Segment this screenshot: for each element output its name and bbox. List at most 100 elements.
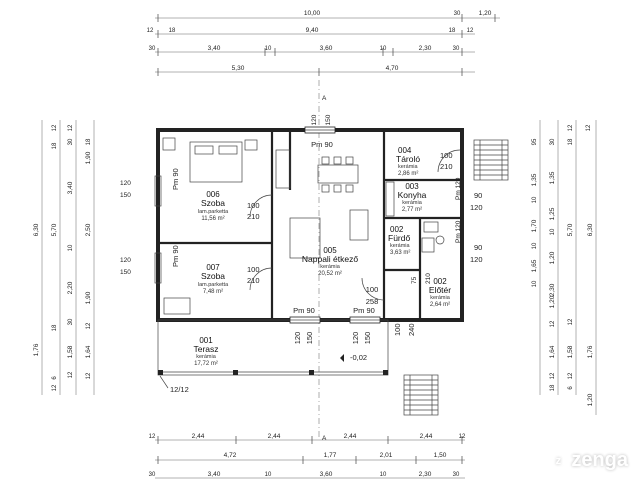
dim-r1-b: 1,35: [531, 173, 538, 186]
dim-b2-d: 1,50: [434, 452, 447, 459]
szoba2-pm: Pm 90: [171, 245, 180, 267]
furdo-window-h: 120: [470, 255, 483, 264]
terrace-pillar-label: 12/12: [170, 385, 189, 394]
pm-bottom-left: Pm 90: [293, 306, 315, 315]
top-window-w: 120: [311, 114, 318, 125]
dim-b1-d: 2,44: [344, 433, 357, 440]
dim-l4-f: 12: [86, 372, 92, 379]
room-002f-area: 3,63 m²: [390, 250, 410, 256]
right-dimensions: 95 1,35 10 1,70 10 1,65 10 2,30 1,20 12 …: [531, 120, 597, 415]
room-007-floor: lam.parketta: [198, 282, 229, 288]
room-001-floor: kerámia: [196, 354, 217, 360]
dim-l3-b: 10: [68, 244, 74, 251]
bw-left-w: 120: [293, 332, 302, 345]
room-005-area: 20,52 m²: [318, 271, 342, 277]
room-002f-no: 002: [390, 225, 404, 234]
dim-r2-h: 12: [568, 318, 574, 325]
dim-top-total: 10,00: [304, 10, 321, 17]
left-dimensions: 6,30 1,76 5,70 6 12 3,40 10 2,20 1,58 12…: [33, 120, 95, 395]
dim-r1-d: 1,70: [531, 219, 538, 232]
dim-r2-e: 1,25: [549, 207, 556, 220]
szoba1-door-w: 100: [247, 201, 260, 210]
room-002e-name: Előtér: [429, 285, 451, 295]
hall-door-w: 100: [366, 285, 379, 294]
dim-l4-b: 2,50: [85, 223, 92, 236]
room-003-no: 003: [405, 182, 419, 191]
dim-ls-b: 12: [68, 124, 74, 131]
top-windows: 120 150 Pm 90: [304, 114, 336, 149]
szoba1-door-h: 210: [247, 212, 260, 221]
dim-l4-d: 12: [86, 322, 92, 329]
dim-r3-a: 30: [149, 46, 156, 52]
dim-b2-a: 4,72: [224, 452, 237, 459]
dim-l4-e: 1,64: [85, 345, 92, 358]
section-mark-top: A: [322, 95, 327, 102]
zenga-logo-icon: z: [549, 451, 568, 470]
room-003-floor: kerámia: [402, 200, 423, 206]
room-002e-area: 2,64 m²: [430, 302, 450, 308]
dim-r2-f: 10: [550, 228, 556, 235]
szoba1-pm: Pm 90: [171, 168, 180, 190]
top-window-pm: Pm 90: [311, 140, 333, 149]
room-001-area: 17,72 m²: [194, 361, 218, 367]
pm-bottom-right: Pm 90: [353, 306, 375, 315]
dim-r1-h: 2,30: [549, 283, 556, 296]
konyha-window-h: 120: [470, 203, 483, 212]
room-005-name: Nappali étkező: [302, 254, 359, 264]
dim-l2-a: 5,70: [51, 223, 58, 236]
dim-r2-c: 9,40: [306, 27, 319, 34]
dim-r4-c: 1,20: [587, 393, 594, 406]
dim-ls-e: 18: [52, 324, 58, 331]
dim-r4-a: 6,30: [587, 223, 594, 236]
furdo-pm: Pm 120: [455, 220, 462, 243]
room-007-no: 007: [206, 263, 220, 272]
dim-r1-a: 95: [532, 138, 538, 145]
dim-b3-e: 10: [380, 472, 387, 478]
szoba1-window-h: 150: [120, 192, 131, 199]
dim-r2-i: 1,58: [567, 345, 574, 358]
szoba2-window-h: 150: [120, 269, 131, 276]
dim-r3-c: 12: [586, 124, 592, 131]
dim-r1-e: 10: [532, 242, 538, 249]
room-006: 120 150 Pm 90 006 Szoba lam.parketta 11,…: [120, 137, 273, 222]
dim-r2-d: 18: [449, 28, 456, 34]
dim-r4-a: 5,30: [232, 65, 245, 72]
dim-r1-i: 1,20: [549, 295, 556, 308]
dim-ls-c: 30: [68, 138, 74, 145]
room-002e-floor: kerámia: [430, 295, 451, 301]
room-004-name: Tároló: [396, 154, 420, 164]
stairs-top: [473, 139, 509, 181]
dim-b3-g: 30: [453, 472, 460, 478]
room-007: 120 150 Pm 90 007 Szoba lam.parketta 7,4…: [120, 245, 273, 315]
dim-r3-c: 10: [265, 46, 272, 52]
dim-b3-f: 2,30: [419, 471, 432, 478]
dim-ls-a: 18: [52, 142, 58, 149]
watermark-brand: zenga: [571, 449, 628, 471]
section-mark-bottom: A: [322, 435, 327, 442]
terrace-001: 001 Terasz kerámia 17,72 m² 12/12 -0,02: [157, 319, 389, 394]
room-007-area: 7,48 m²: [203, 289, 223, 295]
dim-r3-d: 3,60: [320, 45, 333, 52]
dim-r2-e: 12: [467, 28, 474, 34]
dim-r2-c: 30: [550, 138, 556, 145]
szoba2-door-w: 100: [247, 265, 260, 274]
room-002-furdo: 002 Fürdő kerámia 3,63 m² Pm 120 90 120 …: [388, 220, 483, 284]
dim-l2-b: 6: [52, 376, 58, 380]
top-dimensions: 10,00 30 1,20 12 18 9,40 18 12 30 3,40 1…: [147, 10, 500, 76]
room-006-floor: lam.parketta: [198, 209, 229, 215]
dim-b1-c: 2,44: [268, 433, 281, 440]
dim-b3-c: 10: [265, 472, 272, 478]
furdo-window-w: 90: [474, 243, 482, 252]
dim-r2-j: 12: [568, 372, 574, 379]
hall-door: 100 258: [361, 277, 385, 306]
konyha-pm: Pm 120: [455, 177, 462, 200]
dim-r4-b: 1,76: [587, 345, 594, 358]
eloter-door-w: 100: [393, 323, 402, 336]
dim-l3-c: 2,20: [67, 281, 74, 294]
szoba2-door-h: 210: [247, 276, 260, 285]
szoba1-window-w: 120: [120, 180, 131, 187]
dim-b2-b: 1,77: [324, 452, 337, 459]
dim-b1-a: 12: [149, 434, 156, 440]
dim-b3-d: 3,60: [320, 471, 333, 478]
